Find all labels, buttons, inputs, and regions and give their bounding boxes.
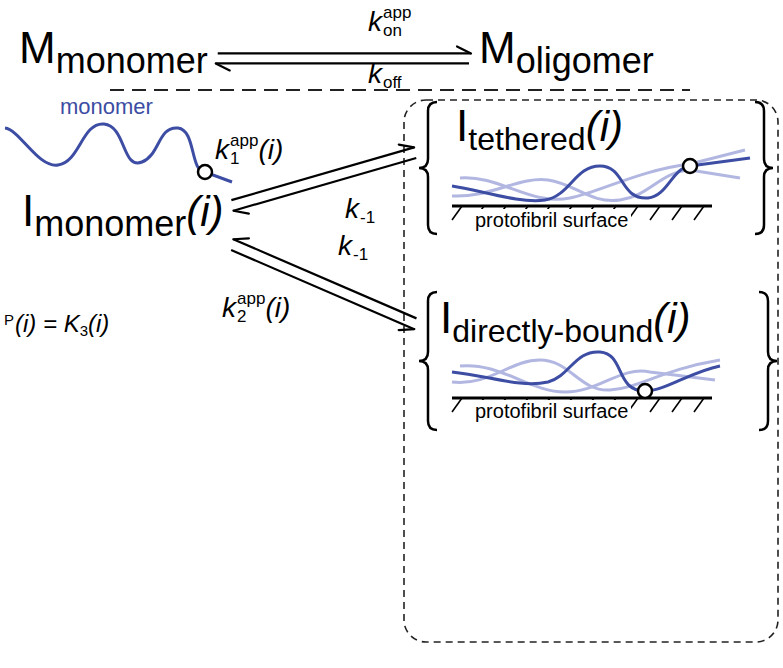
chain-dark: [452, 158, 750, 201]
rate-symbol: -1: [353, 246, 368, 263]
bound-state-group: Idirectly-bound(i) protofibril surface: [420, 292, 775, 427]
label-group: kappon: [368, 4, 411, 40]
hatch-stroke: [694, 206, 704, 220]
hatch-stroke: [452, 398, 462, 412]
species-label: Moligomer: [475, 22, 658, 83]
rate-symbol: (i) = K: [15, 312, 80, 336]
surface-label: protofibril surface: [472, 400, 631, 423]
rate-symbol: on: [383, 22, 411, 40]
reaction-arrow: [216, 62, 469, 64]
reaction-arrow: [233, 158, 416, 211]
label-group: k-1: [338, 232, 368, 260]
rate-symbol: k: [338, 232, 352, 260]
rate-symbol: 2: [237, 308, 265, 326]
reaction-arrow: [231, 250, 414, 329]
curly-brace: [755, 102, 773, 234]
rate-symbol: (i): [88, 312, 109, 336]
symbol: M: [479, 23, 516, 72]
label-group: kapp2(i): [222, 290, 290, 326]
subscript: oligomer: [516, 40, 654, 81]
title-row: Moligomer: [479, 24, 654, 81]
hatch-stroke: [452, 206, 462, 220]
label-group: kapp1(i): [215, 132, 283, 168]
reaction-arrow: [233, 239, 416, 318]
species-label: Mmonomer: [15, 22, 212, 83]
rate-symbol: app: [383, 4, 411, 22]
molecule-label: monomer: [60, 96, 153, 118]
rate-symbol: k: [368, 8, 382, 36]
symbol: (i): [186, 188, 223, 235]
rate-symbol: k: [215, 136, 229, 164]
hatch-stroke: [650, 398, 660, 412]
bound-state-group: Itethered(i) protofibril surface: [420, 100, 765, 235]
hatch-stroke: [650, 206, 660, 220]
rate-symbol: k: [345, 195, 359, 223]
rate-symbol: -1: [360, 209, 375, 226]
rate-symbol: app: [230, 132, 258, 150]
reaction-arrow: [218, 52, 471, 54]
title-row: Itethered(i): [456, 102, 761, 157]
rate-symbol: 1: [230, 150, 258, 168]
subscript: directly-bound: [452, 313, 653, 349]
subscript: monomer: [34, 203, 186, 244]
title-row: Imonomer(i): [22, 187, 224, 244]
hatch-stroke: [694, 398, 704, 412]
script-stack: app2: [237, 290, 265, 326]
label-group: P(i) = K3(i): [4, 312, 109, 336]
label-group: monomer: [60, 96, 153, 118]
curly-brace: [759, 292, 777, 430]
symbol: I: [440, 293, 452, 342]
state-label: Imonomer(i): [18, 185, 228, 246]
tethered-illustration: [452, 150, 750, 206]
curly-brace: [419, 102, 437, 234]
rate-symbol: k: [368, 60, 382, 88]
rate-symbol: (i): [258, 136, 283, 164]
script-stack: appon: [383, 4, 411, 40]
symbol: M: [19, 23, 56, 72]
title-row: Idirectly-bound(i): [440, 294, 771, 349]
hatch-stroke: [672, 206, 682, 220]
chain-pale: [460, 150, 745, 199]
label-group: k-1: [345, 195, 375, 223]
symbol: (i): [586, 103, 623, 150]
rate-symbol: k: [222, 294, 236, 322]
rate-symbol: app: [237, 290, 265, 308]
script-stack: app1: [230, 132, 258, 168]
bound-illustration: [452, 352, 720, 398]
subscript: monomer: [56, 40, 208, 81]
label-group: koff: [368, 60, 402, 88]
chain-dark: [452, 352, 720, 391]
symbol: I: [456, 101, 468, 150]
rate-symbol: (i): [265, 294, 290, 322]
residue-marker: [683, 159, 697, 173]
rate-symbol: 3: [80, 323, 88, 338]
surface-label: protofibril surface: [472, 209, 631, 232]
rate-symbol: off: [383, 74, 402, 91]
title-row: Mmonomer: [19, 24, 208, 81]
surface-line: [452, 205, 712, 208]
subscript: tethered: [468, 121, 585, 157]
symbol: I: [22, 186, 34, 235]
hatch-stroke: [672, 398, 682, 412]
residue-marker: [198, 165, 212, 179]
residue-marker: [638, 384, 652, 398]
curly-brace: [419, 292, 437, 430]
dashed-group-box: [404, 100, 778, 642]
symbol: (i): [653, 295, 690, 342]
rate-symbol: P: [4, 312, 14, 327]
monomer-chain: [5, 124, 232, 182]
